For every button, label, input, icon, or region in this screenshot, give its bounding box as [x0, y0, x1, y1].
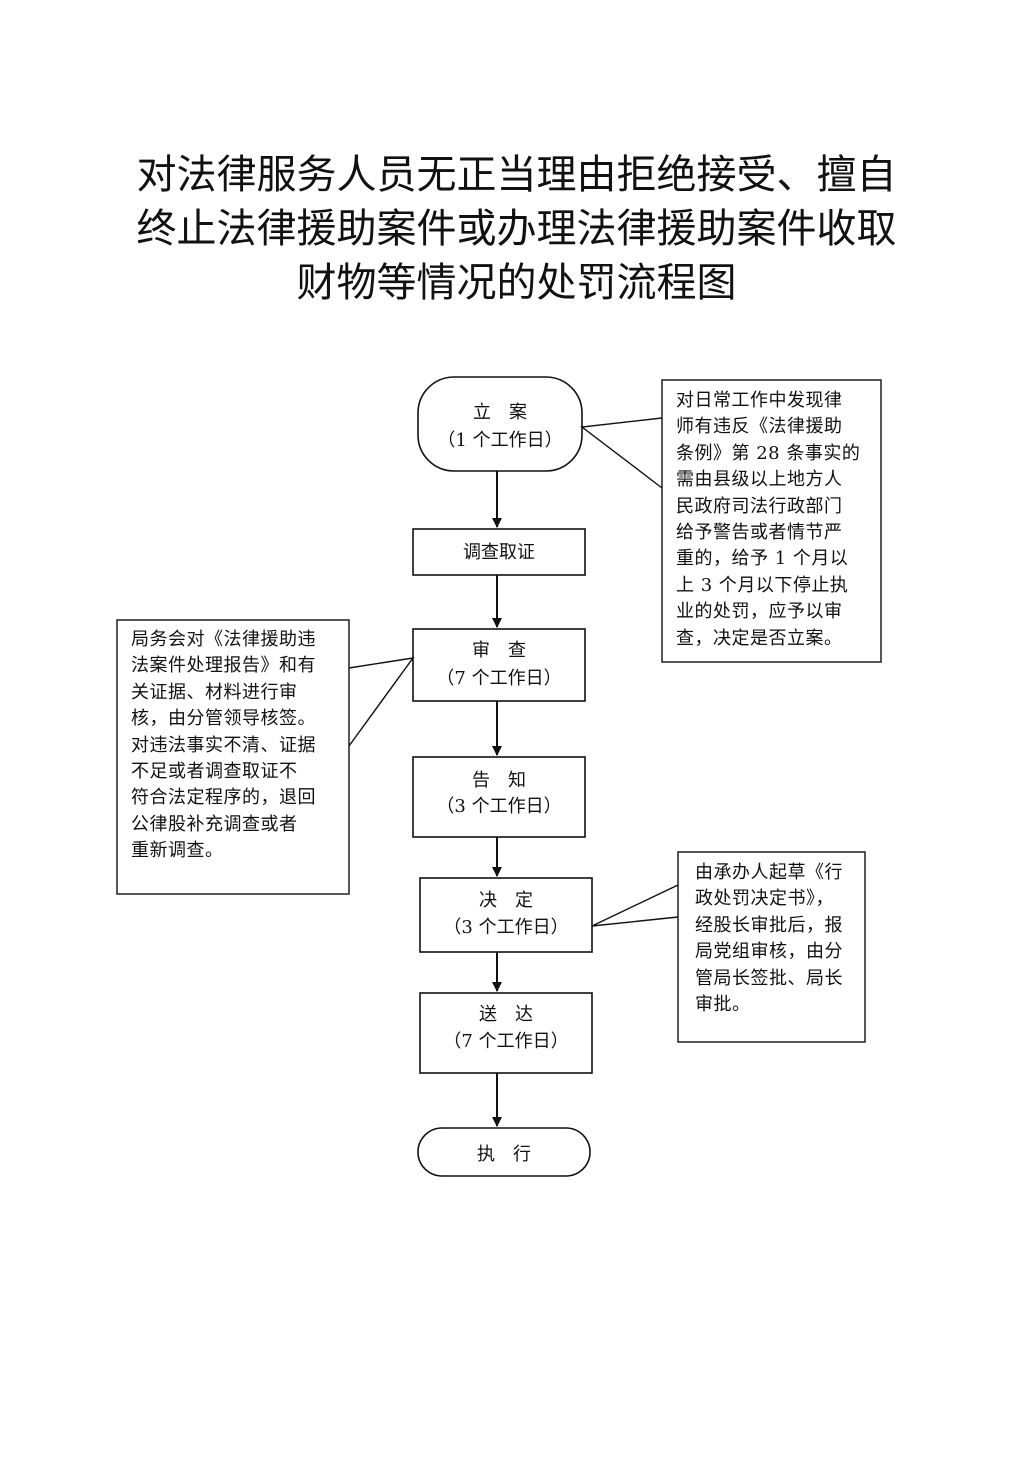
step-delivery-label: 送 达: [479, 1004, 533, 1025]
note-filing-line: 需由县级以上地方人: [676, 469, 843, 491]
step-review-days: （7 个工作日）: [436, 668, 561, 689]
step-filing-days: （1 个工作日）: [437, 430, 562, 451]
step-decision-days: （3 个工作日）: [443, 917, 568, 938]
step-investigation-label: 调查取证: [463, 542, 535, 563]
note-decision-line: 由承办人起草《行: [695, 862, 843, 883]
step-delivery: 送 达 （7 个工作日）: [419, 992, 593, 1074]
title-line-1: 对法律服务人员无正当理由拒绝接受、擅自: [136, 152, 897, 198]
note-filing-line: 给予警告或者情节严: [676, 522, 843, 544]
note-filing-box: [661, 379, 882, 663]
note-decision: 由承办人起草《行 政处罚决定书》， 经股长审批后，报 局党组审核，由分 管局长签…: [695, 860, 863, 1018]
note-filing-line: 业的处罚，应予以审: [676, 601, 843, 623]
step-review-label: 审 查: [472, 640, 526, 661]
note-filing-line: 民政府司法行政部门: [676, 495, 843, 517]
note-review-line: 重新调查。: [131, 840, 224, 862]
note-review-line: 公律股补充调查或者: [131, 813, 298, 835]
note-review: 局务会对《法律援助违 法案件处理报告》和有 关证据、材料进行审 核，由分管领导核…: [131, 627, 345, 865]
note-filing: 对日常工作中发现律 师有违反《法律援助 条例》第 28 条事实的 需由县级以上地…: [676, 388, 876, 652]
note-filing-line: 对日常工作中发现律: [676, 390, 843, 411]
step-notify-label: 告 知: [472, 770, 526, 791]
step-delivery-days: （7 个工作日）: [443, 1031, 568, 1052]
note-review-line: 核，由分管领导核签。: [131, 708, 316, 730]
note-review-box: [116, 619, 350, 895]
note-filing-line: 上 3 个月以下停止执: [676, 574, 849, 596]
note-decision-line: 政处罚决定书》，: [695, 888, 834, 910]
note-decision-line: 经股长审批后，报: [695, 914, 843, 936]
step-execution: 执 行: [417, 1127, 591, 1177]
note-filing-line: 条例》第 28 条事实的: [676, 442, 861, 464]
note-decision-box: [677, 851, 866, 1043]
note-filing-pointer: [580, 417, 663, 489]
step-filing: 立 案 （1 个工作日）: [417, 376, 583, 472]
page-title: 对法律服务人员无正当理由拒绝接受、擅自 终止法律援助案件或办理法律援助案件收取 …: [120, 148, 913, 310]
step-notify-days: （3 个工作日）: [436, 796, 561, 817]
note-review-line: 关证据、材料进行审: [131, 681, 298, 703]
title-line-3: 财物等情况的处罚流程图: [296, 260, 737, 306]
step-review: 审 查 （7 个工作日）: [412, 628, 586, 702]
note-review-line: 不足或者调查取证不: [131, 761, 298, 783]
note-decision-line: 审批。: [695, 994, 751, 1016]
note-filing-line: 师有违反《法律援助: [676, 416, 843, 438]
note-review-line: 法案件处理报告》和有: [131, 655, 316, 677]
note-review-line: 符合法定程序的，退回: [131, 787, 316, 809]
note-review-pointer: [348, 657, 415, 747]
note-filing-line: 重的，给予 1 个月以: [676, 548, 849, 570]
note-decision-pointer: [591, 884, 679, 927]
note-decision-line: 局党组审核，由分: [695, 941, 843, 963]
title-line-2: 终止法律援助案件或办理法律援助案件收取: [136, 206, 897, 252]
step-decision-label: 决 定: [479, 890, 533, 911]
step-execution-label: 执 行: [477, 1144, 531, 1165]
step-notify: 告 知 （3 个工作日）: [412, 756, 586, 838]
step-decision: 决 定 （3 个工作日）: [419, 877, 593, 953]
step-filing-label: 立 案: [473, 402, 527, 423]
note-decision-line: 管局长签批、局长: [695, 967, 843, 989]
note-review-line: 局务会对《法律援助违: [131, 629, 316, 650]
note-filing-line: 查，决定是否立案。: [676, 627, 843, 649]
note-review-line: 对违法事实不清、证据: [131, 734, 316, 756]
step-investigation: 调查取证: [412, 528, 586, 576]
